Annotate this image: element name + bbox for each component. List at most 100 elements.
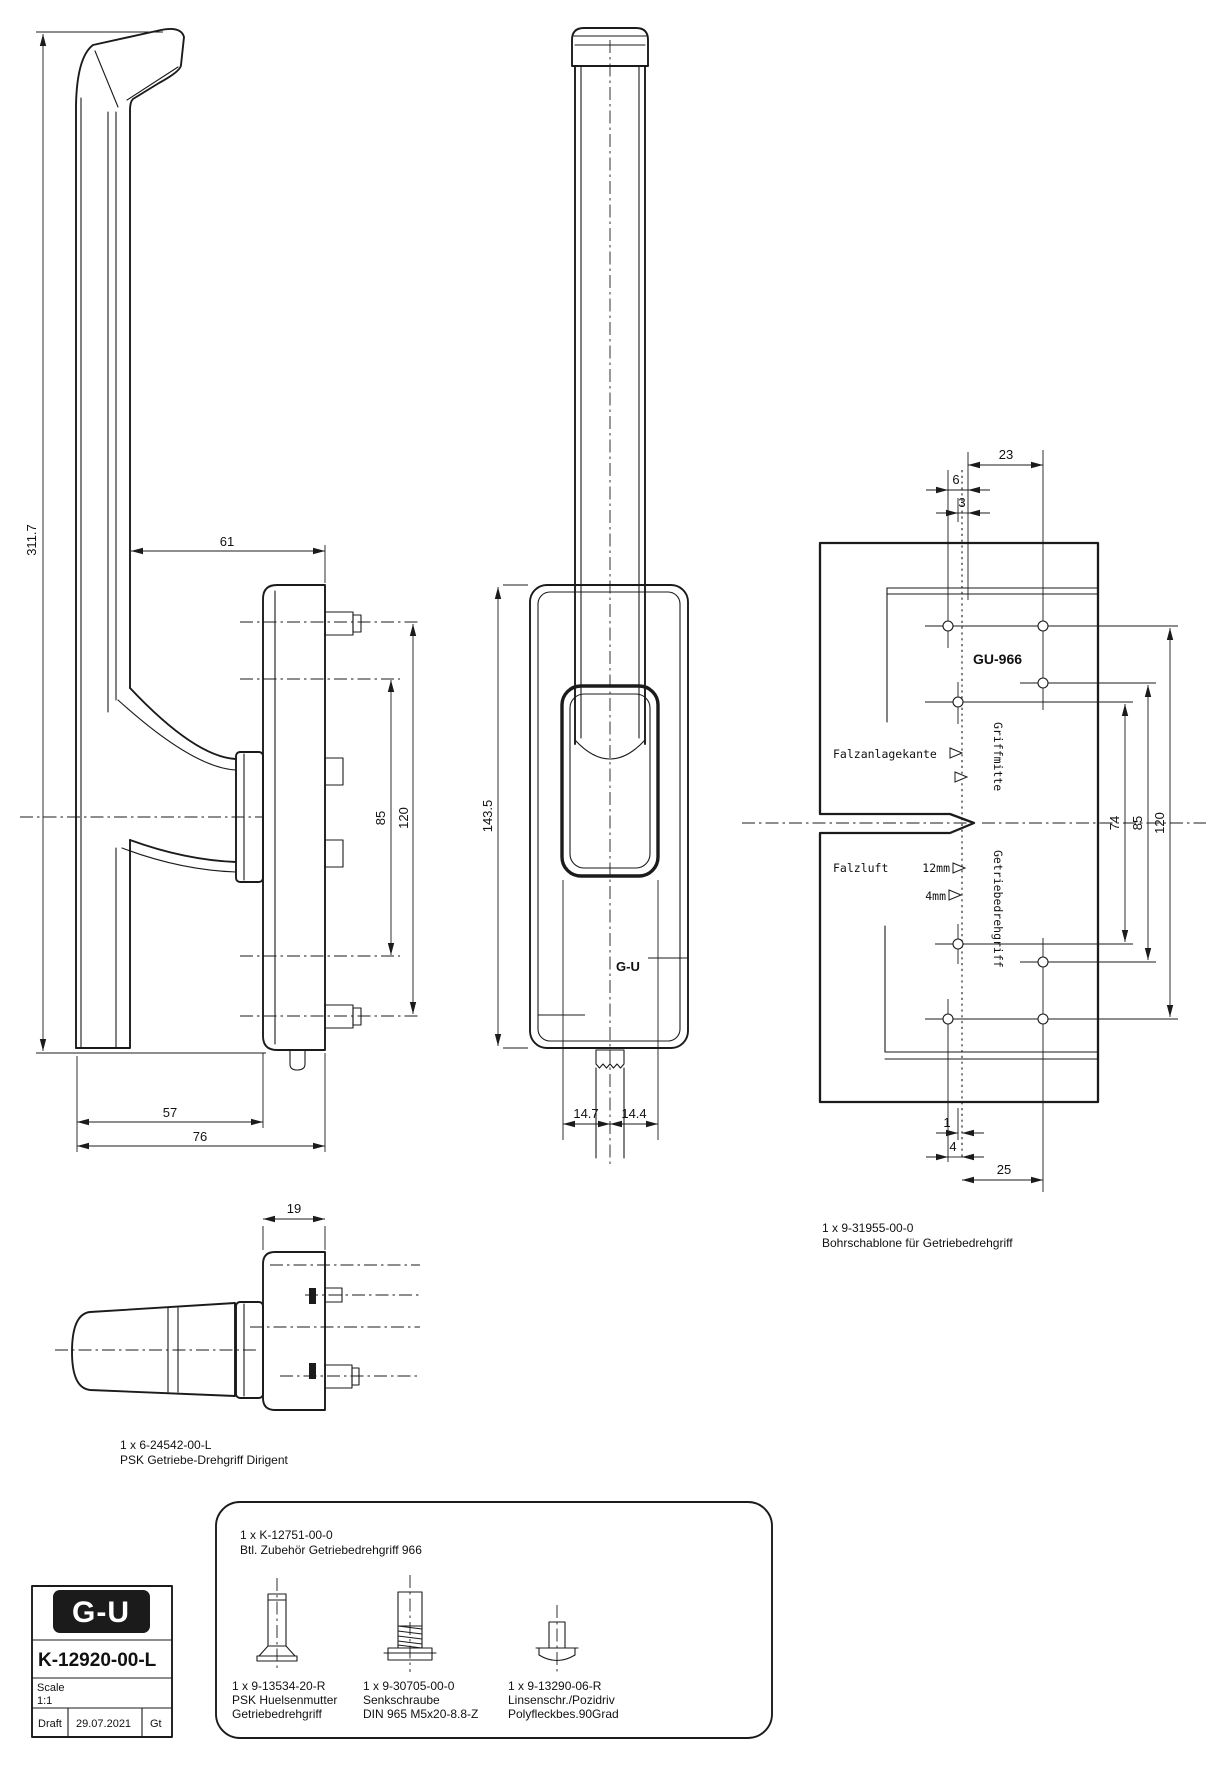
dim-74: 74 [1107,704,1129,942]
handle-outline [75,27,185,1049]
item-desc: DIN 965 M5x20-8.8-Z [363,1707,478,1721]
sleeve-nut-drawing [256,1578,298,1670]
template-view: GU-966 Falzanlagekante Griffmitte Falzlu… [742,447,1206,1250]
item-desc: PSK Huelsenmutter [232,1693,337,1707]
title-block-outline [31,1585,173,1738]
scale-label: Scale [37,1682,65,1694]
bar-end-curve [574,739,646,760]
dim-text: 311.7 [24,524,39,556]
dim-text: 1 [943,1115,950,1130]
locator-pin [289,1049,306,1071]
dim-text: 14.7 [573,1106,598,1121]
pin-bottom [324,1364,360,1389]
item-desc: Senkschraube [363,1693,440,1707]
drill-hole [952,696,964,708]
template-label: GU-966 [973,651,1022,667]
dim-57: 57 [76,1053,264,1152]
handle-outline-lower [75,839,131,1049]
dim-text: 143.5 [480,800,495,833]
getriebedrehgriff-label: Getriebedrehgriff [991,850,1005,968]
dim-3: 3 [936,495,990,517]
dim-61: 61 [131,534,326,583]
accessory-header-2: Btl. Zubehör Getriebedrehgriff 966 [240,1543,422,1557]
mounting-pin-top [324,611,362,636]
dim-text: 74 [1107,816,1122,830]
plate-outline [262,1251,326,1411]
thread-lines [397,1625,423,1649]
pointer-triangle [948,889,963,901]
accessory-header-1: 1 x K-12751-00-0 [240,1528,333,1542]
item-desc: Linsenschr./Pozidriv [508,1693,615,1707]
dim-text: 120 [396,807,411,829]
item-desc: Getriebedrehgriff [232,1707,322,1721]
dim-text: 76 [193,1129,207,1144]
dim-text: 19 [287,1201,301,1216]
scale-value: 1:1 [37,1695,52,1707]
dim-120: 120 [396,624,417,1014]
dim-23: 23 [968,447,1043,469]
dim-text: 23 [999,447,1013,462]
dim-text: 85 [373,811,388,825]
drill-hole [942,1013,954,1025]
grip-outline [71,1302,236,1397]
accessory-item-3: 1 x 9-13290-06-R Linsenschr./Pozidriv Po… [508,1679,619,1721]
pin-top [324,1287,343,1303]
boss-lower [324,839,344,868]
falzluft-4mm: 4mm [925,889,946,903]
accessory-box: 1 x K-12751-00-0 Btl. Zubehör Getriebedr… [215,1501,773,1739]
dim-1: 1 [936,1115,984,1137]
gu-logo-text: G-U [72,1596,130,1629]
item-code: 1 x 9-13290-06-R [508,1679,602,1693]
plate-logo: G-U [616,959,640,974]
screw-slot [309,1288,316,1304]
dim-text: 3 [958,495,965,510]
dim-text: 6 [952,472,959,487]
screw-slot [309,1363,316,1379]
dim-4: 4 [926,1139,984,1161]
dim-120: 120 [1152,628,1174,1017]
dim-76: 76 [77,1053,326,1152]
dim-6: 6 [926,472,990,494]
handle-cap-detail [94,50,119,108]
dim-text: 14.4 [621,1106,646,1121]
dim-85: 85 [1130,685,1152,960]
drill-hole [942,620,954,632]
drill-hole [952,938,964,950]
dim-311-7: 311.7 [24,31,266,1054]
draft-author: Gt [150,1718,162,1730]
dim-text: 61 [220,534,234,549]
linsenschraube-drawing [535,1605,579,1674]
top-view: 19 1 x 6-24542-00-L PSK Getriebe-Drehgri… [55,1201,420,1467]
drill-hole [1037,620,1049,632]
dim-14-4: 14.4 [610,1106,658,1128]
handle-caption-2: PSK Getriebe-Drehgriff Dirigent [120,1453,289,1467]
item-code: 1 x 9-13534-20-R [232,1679,326,1693]
spindle [595,1049,625,1159]
pointer-triangle [954,771,969,783]
front-view: G-U 143.5 14.7 14.4 [480,27,689,1168]
drill-hole [1037,677,1049,689]
draft-label: Draft [38,1718,62,1730]
dim-text: 120 [1152,812,1167,834]
dim-14-7: 14.7 [563,1106,610,1128]
accessory-item-1: 1 x 9-13534-20-R PSK Huelsenmutter Getri… [232,1679,337,1721]
backplate-outline [529,584,689,1049]
dim-143-5: 143.5 [480,584,528,1049]
dim-85: 85 [373,680,395,955]
handle-cap-detail [126,66,179,101]
handle-arm-bottom-inner [121,847,237,873]
template-caption-1: 1 x 9-31955-00-0 [822,1221,914,1235]
item-code: 1 x 9-30705-00-0 [363,1679,455,1693]
part-number: K-12920-00-L [38,1650,157,1671]
falzluft-label: Falzluft [833,861,888,875]
boss-upper [324,757,344,786]
accessory-box-outline [215,1501,773,1739]
dim-text: 25 [997,1162,1011,1177]
backplate-inner [537,591,681,1042]
pointer-triangle [949,747,964,759]
item-desc: Polyfleckbes.90Grad [508,1707,619,1721]
senkschraube-drawing [383,1575,437,1672]
handle-caption-1: 1 x 6-24542-00-L [120,1438,212,1452]
side-view: 311.7 61 85 120 57 76 [20,27,420,1152]
